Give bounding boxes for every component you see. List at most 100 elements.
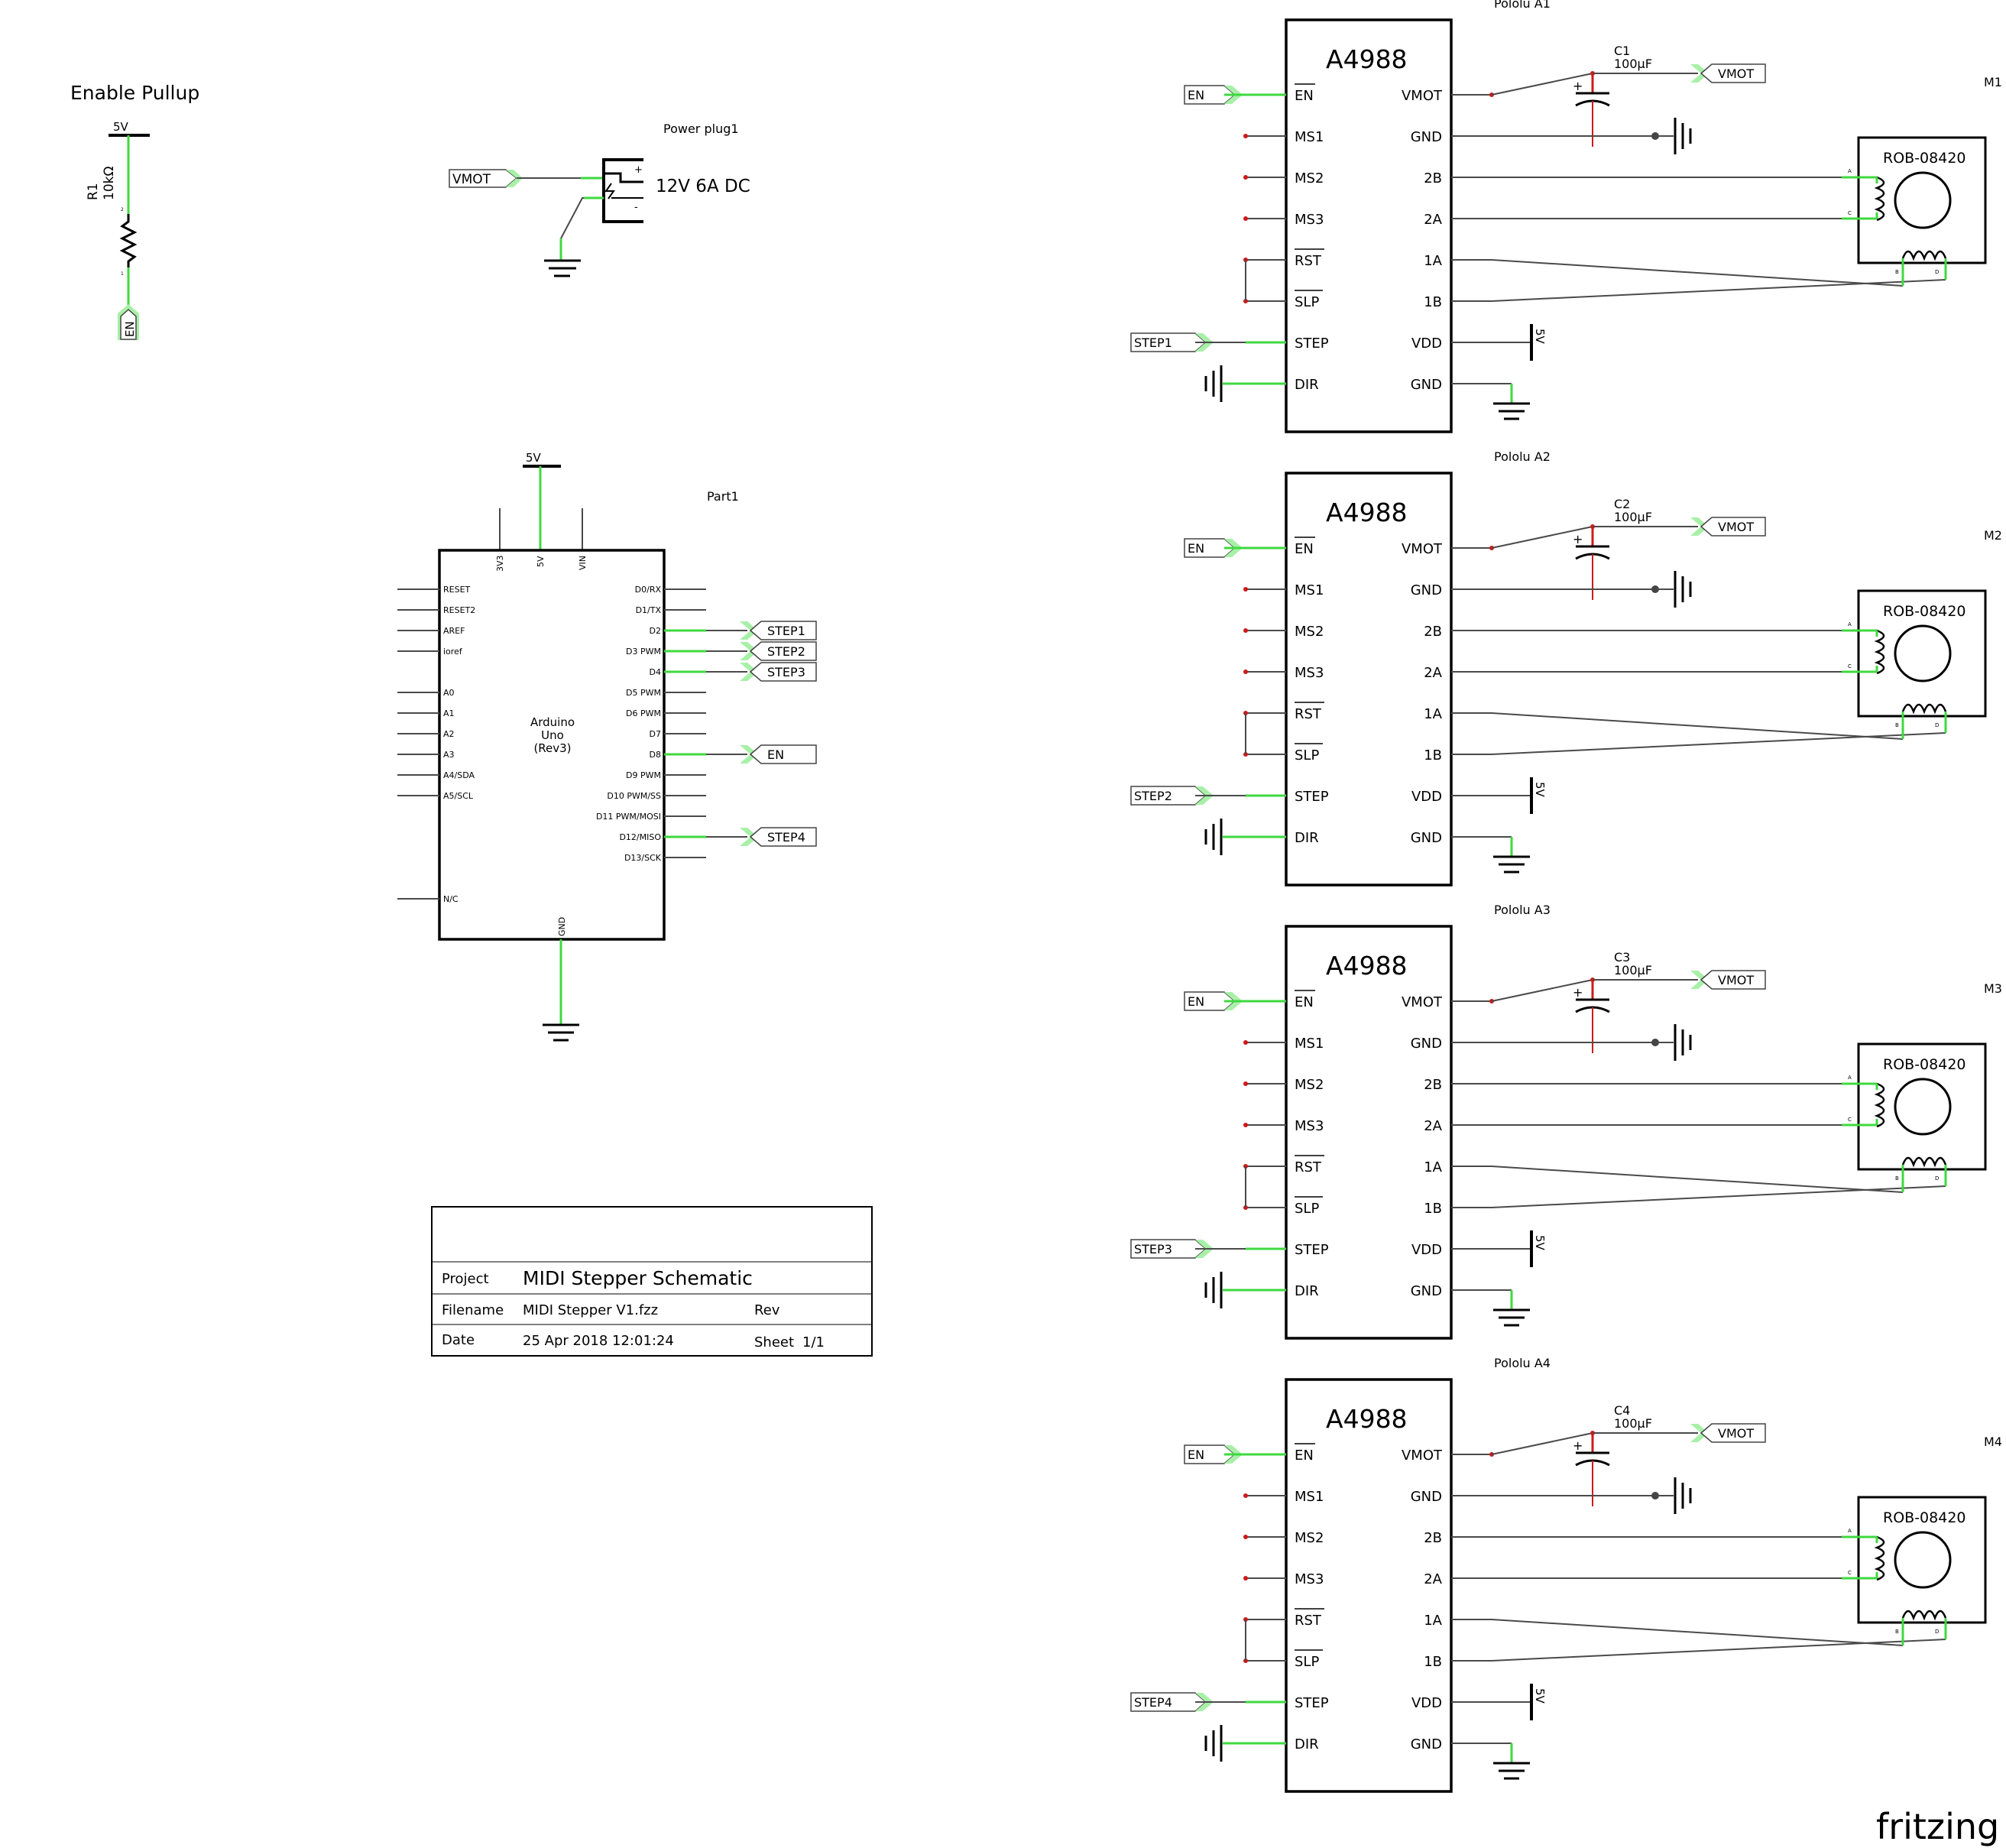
motor-coil-side [1874,1082,1885,1128]
arduino-section: Part1 5V 3V3 5V VIN Arduino Uno (Rev3) R… [397,451,817,1042]
motor-wire-1a [1491,1619,1904,1646]
arduino-name-line3: (Rev3) [533,741,571,755]
motor-rotor [1894,1078,1952,1136]
motor-part: ROB-08420 [1883,150,1966,167]
motor-coil-side [1874,1535,1885,1581]
driver-left-pin-label: DIR [1295,377,1319,393]
driver-vmot-wire [1491,73,1593,96]
driver-step-flag: STEP2 [1130,786,1214,806]
driver-left-pin-label: STEP [1295,789,1329,805]
arduino-right-pin-label: D11 PWM/MOSI [596,812,661,822]
motor-pin-c: C [1848,663,1852,669]
driver-unconnected-dot [1243,1535,1248,1539]
driver-vmot-flag-outline [1700,1423,1766,1443]
driver-cap-ref: C1 [1614,44,1630,58]
driver-vmot-flag-label: VMOT [1718,520,1754,534]
driver-left-pin-label: RST [1295,706,1322,722]
arduino-right-pin-label: D10 PWM/SS [607,791,661,801]
driver-cap-ground [1674,571,1692,608]
motor-wire-1b [1491,1185,1946,1208]
driver-left-pin-label: MS1 [1295,582,1324,598]
driver-right-pin-label: 1A [1424,1613,1442,1629]
driver-left-pin-label: EN [1295,88,1314,104]
motor-pin-d: D [1935,1629,1939,1635]
driver-left-pin-label: STEP [1295,336,1329,352]
motor-wire-1a [1491,259,1904,287]
driver-left-pin-label: DIR [1295,1736,1319,1752]
arduino-top-pin-vin: VIN [578,556,588,570]
driver-right-pin-label: 2A [1424,1571,1442,1587]
driver-right-pin-label: 1B [1424,747,1442,764]
arduino-name-line1: Arduino [530,715,575,729]
driver-vmot-flag: VMOT [1690,970,1766,990]
driver-left-pin-label: RST [1295,253,1322,269]
fritzing-logo: fritzing [1876,1806,1999,1847]
driver-step-flag: STEP3 [1130,1239,1214,1259]
arduino-left-pin-label: A3 [443,750,455,760]
driver-right-pin-label: GND [1411,377,1442,393]
driver-unconnected-dot [1243,669,1248,674]
driver-step-flag-label: STEP2 [1134,789,1172,803]
driver-en-flag: EN [1184,85,1243,105]
driver-right-pin-label: GND [1411,129,1442,145]
driver-logic-ground [1493,1308,1530,1327]
driver-left-pin-label: STEP [1295,1242,1329,1258]
motor-coil-side [1874,629,1885,675]
arduino-net-flag-step4-outline [749,827,817,847]
arduino-left-pin-label: A5/SCL [443,791,474,801]
filename-value: MIDI Stepper V1.fzz [523,1302,658,1318]
arduino-left-pin-label: A4/SDA [443,770,475,780]
arduino-left-pin-label: A2 [443,729,455,739]
driver-unconnected-dot [1243,1576,1248,1581]
driver-vmot-flag-label: VMOT [1718,1426,1754,1441]
driver-cap-plus: + [1573,532,1583,546]
driver-left-pin-label: MS1 [1295,129,1324,145]
driver-right-pin-label: 1A [1424,706,1442,722]
motor-wire-1b [1491,1639,1946,1662]
arduino-net-flag-step2-label: STEP2 [767,644,805,659]
driver-en-flag: EN [1184,538,1243,558]
driver-chip-name: A4988 [1326,951,1408,981]
driver-vmot-flag-outline [1700,517,1766,537]
driver-right-pin-label: VMOT [1402,1448,1443,1464]
driver-left-pin-label: MS3 [1295,212,1324,228]
driver-right-pin-label: 2A [1424,1118,1442,1134]
enable-pullup-title: Enable Pullup [70,82,199,104]
filename-label: Filename [442,1302,504,1318]
arduino-left-pin-label: RESET2 [443,605,475,615]
driver-dir-ground [1204,819,1223,855]
arduino-net-flag-en: EN [740,744,817,764]
driver-unconnected-dot [1243,1493,1248,1498]
arduino-net-flag-step1: STEP1 [740,621,817,640]
plug-ground-wire [560,197,604,239]
dc-jack-switch [604,183,615,199]
arduino-bottom-pin-gnd: GND [557,917,567,936]
driver-vmot-flag-outline [1700,970,1766,990]
driver-cap-ref: C3 [1614,950,1630,965]
arduino-top-pin-5v: 5V [536,556,546,567]
motor-rotor [1894,624,1952,682]
driver-left-pin-label: MS2 [1295,624,1324,640]
motor-wire-1b [1491,732,1946,755]
title-block: Project MIDI Stepper Schematic Filename … [431,1206,873,1357]
motor-coil-bottom [1901,703,1947,715]
driver-left-pin-label: MS3 [1295,1571,1324,1587]
arduino-right-pin-label: D13/SCK [624,853,662,863]
driver-vmot-wire [1491,1432,1593,1455]
motor-rotor [1894,1531,1952,1589]
plug-minus-sign: - [634,202,638,213]
driver-unconnected-dot [1243,628,1248,633]
motor-pin-a: A [1848,1528,1852,1534]
driver-left-pin-label: EN [1295,994,1314,1010]
arduino-name-line2: Uno [541,728,564,742]
driver-left-pin-label: EN [1295,1448,1314,1464]
driver-4: Pololu A4A4988ENMS1MS2MS3RSTSLPSTEPDIRVM… [1130,1356,2002,1793]
project-name: MIDI Stepper Schematic [523,1267,753,1289]
driver-3: Pololu A3A4988ENMS1MS2MS3RSTSLPSTEPDIRVM… [1130,903,2002,1340]
driver-stack: Pololu A1A4988ENMS1MS2MS3RSTSLPSTEPDIRVM… [1130,0,2002,1793]
driver-unconnected-dot [1243,1040,1248,1045]
arduino-left-pin-label: N/C [443,894,459,904]
driver-2: Pololu A2A4988ENMS1MS2MS3RSTSLPSTEPDIRVM… [1130,449,2002,887]
